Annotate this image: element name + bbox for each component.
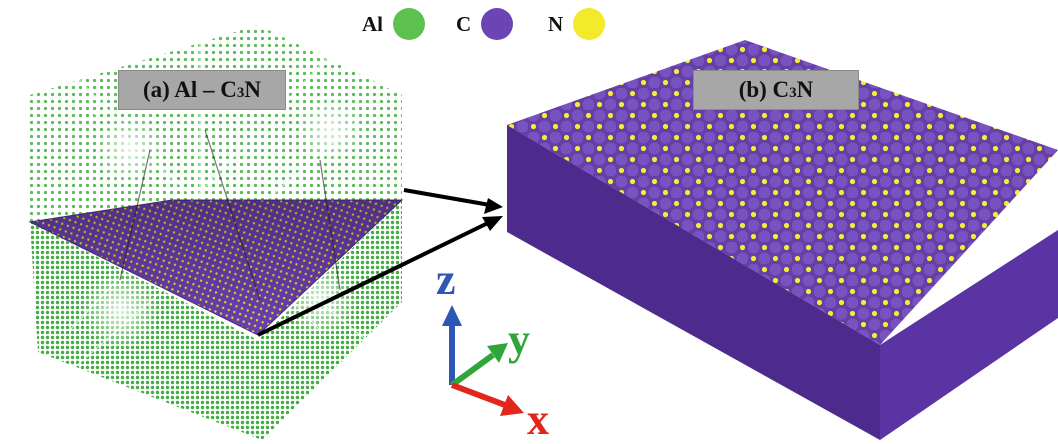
arrow-upper	[403, 188, 491, 207]
al-c3n-structure	[28, 25, 404, 440]
arrow-lower	[257, 220, 491, 337]
embedded-sheet-shade	[30, 200, 402, 335]
c-atom-icon	[481, 8, 514, 40]
coordinate-axes	[442, 305, 524, 416]
legend-c-label: C	[456, 11, 472, 36]
arrow-lower-head	[482, 216, 503, 231]
panel-b-label: (b) C3N	[693, 70, 859, 110]
lattice-glow	[80, 270, 160, 350]
legend-n: N	[548, 6, 606, 42]
sheet-edge-lines	[119, 129, 341, 301]
y-axis-head	[487, 343, 508, 363]
legend-al: Al	[362, 6, 425, 42]
c3n-sheet-top	[507, 40, 1058, 345]
panel-b-label-prefix: (b) C	[738, 77, 790, 102]
c3n-sheet-side-right	[880, 230, 1058, 440]
al-atom-icon	[393, 8, 425, 40]
panel-a-label-suffix: N	[244, 77, 262, 102]
arrow-upper-head	[484, 198, 503, 214]
legend-al-label: Al	[362, 11, 383, 36]
y-axis	[450, 352, 495, 388]
legend-n-label: N	[548, 11, 564, 36]
c3n-sheet-side-left	[507, 125, 880, 440]
al-crystal-lower	[30, 200, 402, 440]
x-axis-head	[500, 395, 524, 416]
x-axis-label: x	[527, 395, 549, 444]
x-axis	[450, 382, 507, 408]
panel-a-label-sub: 3	[236, 85, 245, 101]
panel-a-label: (a) Al – C3N	[118, 70, 286, 110]
zoom-arrows	[257, 188, 503, 337]
panel-a-label-prefix: (a) Al – C	[142, 77, 237, 102]
panel-b-label-sub: 3	[789, 85, 797, 101]
z-axis-label: z	[436, 255, 456, 304]
z-axis-head	[442, 305, 462, 326]
c3n-monolayer	[507, 40, 1058, 440]
panel-b-label-suffix: N	[796, 77, 814, 102]
c3n-sheet-top-shade	[507, 40, 1058, 345]
n-atom-icon	[573, 8, 606, 40]
legend-c: C	[456, 6, 514, 42]
y-axis-label: y	[508, 315, 530, 364]
lattice-glow	[296, 96, 364, 164]
lattice-glow	[94, 114, 166, 186]
